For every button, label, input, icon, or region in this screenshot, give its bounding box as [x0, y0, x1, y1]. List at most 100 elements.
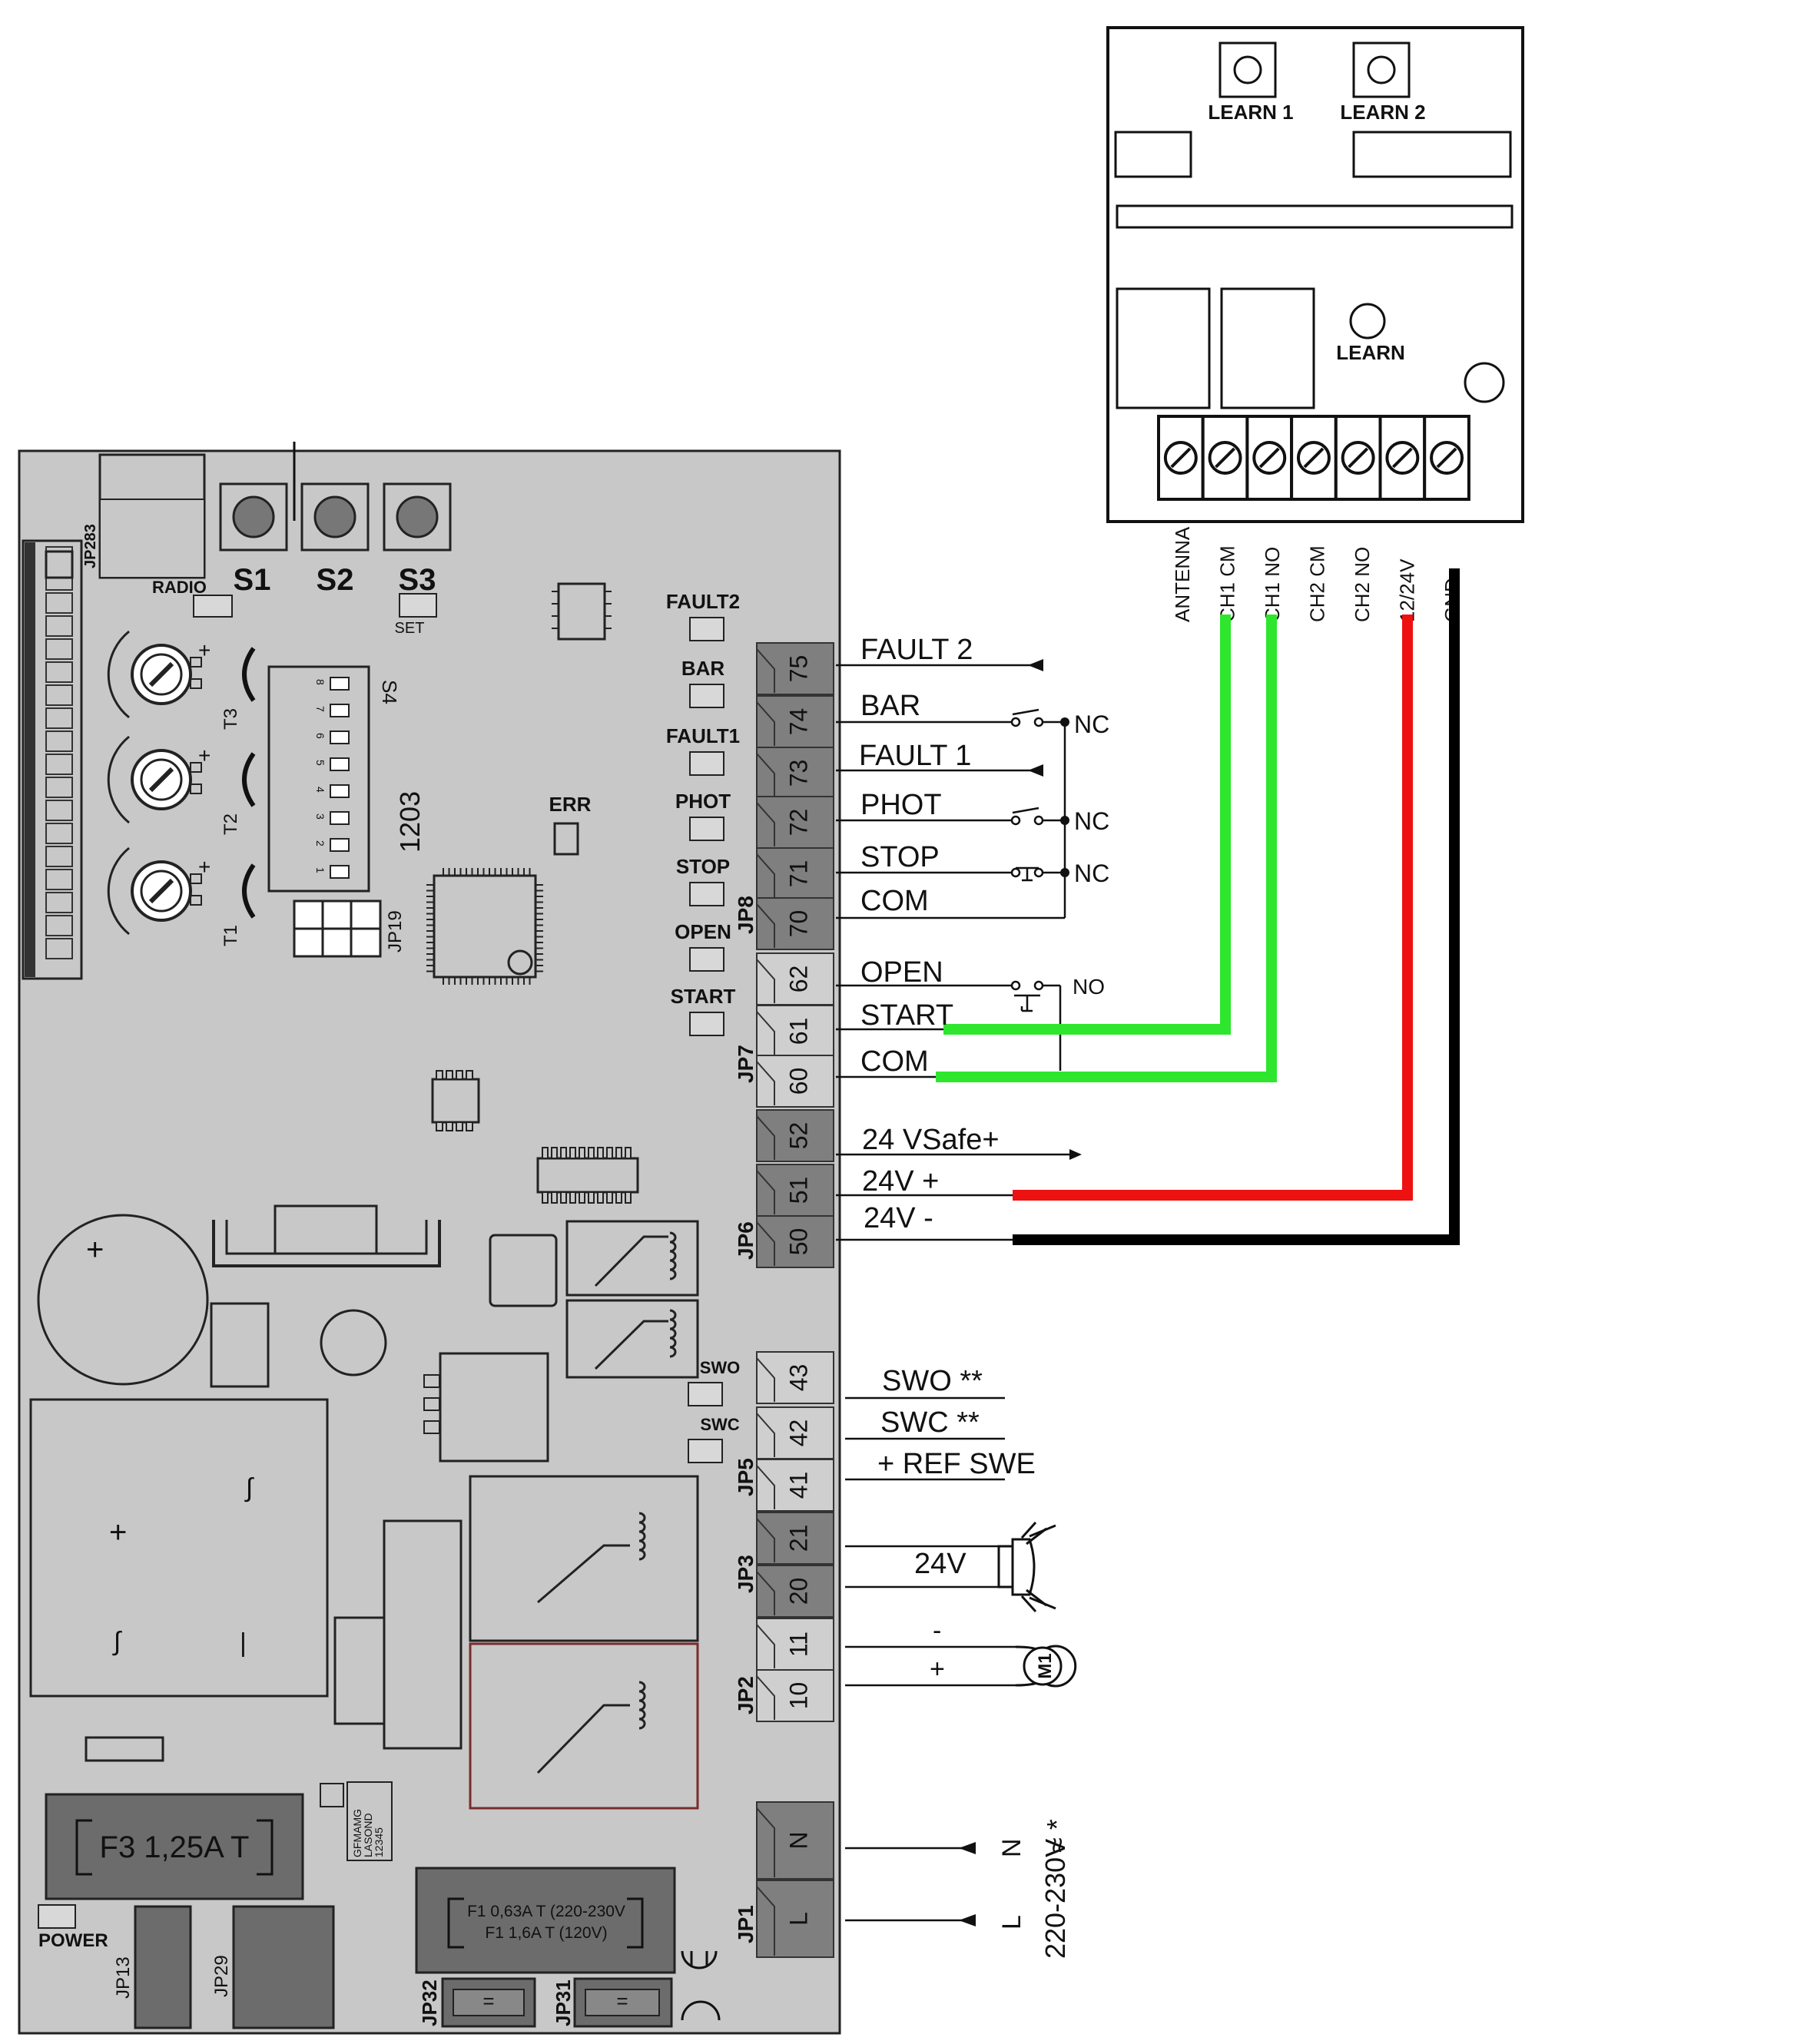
terminal-42[interactable]: 42	[756, 1406, 834, 1459]
jumper-legend: LASOND	[362, 1813, 374, 1857]
s3-label: S3	[399, 563, 436, 597]
flashing-lamp-icon	[997, 1521, 1056, 1613]
trimmer-label: T2	[220, 813, 241, 835]
fuse-f1-label-b: F1 1,6A T (120V)	[485, 1924, 607, 1942]
dip-toggle[interactable]	[330, 865, 350, 879]
trimmer-label: T3	[220, 708, 241, 730]
jumper-legend: GFMAMG	[351, 1809, 363, 1857]
terminal-52[interactable]: 52	[756, 1109, 834, 1162]
terminal-20[interactable]: 20	[756, 1565, 834, 1618]
trimmer-t3[interactable]: +T3	[107, 630, 256, 730]
fuse-f3	[45, 1793, 304, 1900]
wire-open: OPEN	[860, 956, 943, 989]
s1-button[interactable]	[219, 482, 288, 552]
receiver-pin-label: ANTENNA	[1171, 526, 1194, 622]
trimmer-t2[interactable]: +T2	[107, 735, 256, 835]
terminal-number: 73	[784, 760, 812, 787]
dip-toggle[interactable]	[330, 838, 350, 852]
supply-voltage: 220-230V	[1039, 1839, 1071, 1959]
motor-label: M1	[1035, 1653, 1056, 1678]
dip-toggle[interactable]	[330, 704, 350, 717]
jp3-label: JP3	[734, 1555, 758, 1593]
terminal-70[interactable]: 70	[756, 897, 834, 950]
receiver-pin-label: CH2 NO	[1351, 547, 1374, 622]
terminal-41[interactable]: 41	[756, 1459, 834, 1512]
svg-text:SWC: SWC	[700, 1415, 739, 1434]
jp8-label: JP8	[734, 896, 758, 934]
dip-number: 1	[314, 867, 327, 873]
no-label: NO	[1073, 975, 1105, 999]
terminal-11[interactable]: 11	[756, 1618, 834, 1671]
terminal-number: 74	[784, 708, 812, 736]
svg-text:BAR: BAR	[681, 657, 725, 680]
receiver-pin-label: 12/24V	[1396, 558, 1419, 622]
terminal-60[interactable]: 60	[756, 1055, 834, 1108]
terminal-number: 52	[784, 1122, 812, 1150]
jp13-label: JP13	[113, 1956, 134, 1999]
dip-toggle[interactable]	[330, 784, 350, 798]
radio-label: RADIO	[152, 578, 207, 597]
wire-stop: STOP	[860, 841, 940, 873]
terminal-n[interactable]: N	[756, 1801, 834, 1880]
err-label: ERR	[549, 793, 592, 816]
terminal-73[interactable]: 73	[756, 747, 834, 800]
set-label: SET	[395, 620, 425, 637]
terminal-75[interactable]: 75	[756, 642, 834, 695]
terminal-61[interactable]: 61	[756, 1005, 834, 1058]
terminal-number: 10	[784, 1682, 812, 1710]
dip-switch-s4[interactable]	[267, 665, 370, 893]
s3-button[interactable]	[383, 482, 452, 552]
s2-button[interactable]	[300, 482, 370, 552]
wire-com-1: COM	[860, 885, 929, 917]
terminal-74[interactable]: 74	[756, 695, 834, 748]
dip-toggle[interactable]	[330, 811, 350, 825]
jp283-label: JP283	[82, 524, 99, 568]
dip-toggle[interactable]	[330, 757, 350, 771]
dip-number: 8	[314, 679, 327, 685]
terminal-21[interactable]: 21	[756, 1512, 834, 1565]
svg-text:=: =	[616, 1989, 628, 2013]
jp5-label: JP5	[734, 1458, 758, 1496]
learn-button[interactable]	[1349, 303, 1386, 340]
ch1-cm-wire	[943, 615, 1231, 1035]
terminal-71[interactable]: 71	[756, 847, 834, 900]
dip-toggle[interactable]	[330, 677, 350, 691]
terminal-51[interactable]: 51	[756, 1164, 834, 1217]
jp32-label: JP32	[418, 1979, 441, 2026]
terminal-number: 20	[784, 1578, 812, 1605]
jp31-label: JP31	[552, 1979, 575, 2026]
led-stop: STOP	[676, 855, 730, 906]
svg-text:+: +	[198, 855, 211, 879]
power-positive-wire	[1013, 615, 1413, 1201]
jp19-label: JP19	[385, 910, 406, 952]
terminal-50[interactable]: 50	[756, 1215, 834, 1268]
terminal-number: 11	[784, 1632, 812, 1657]
terminal-number: 50	[784, 1228, 812, 1256]
terminal-62[interactable]: 62	[756, 952, 834, 1005]
svg-text:|: |	[240, 1628, 247, 1658]
svg-text:START: START	[671, 985, 736, 1008]
terminal-l[interactable]: L	[756, 1880, 834, 1958]
terminal-10[interactable]: 10	[756, 1669, 834, 1722]
terminal-number: 75	[784, 655, 812, 683]
dip-toggle[interactable]	[330, 730, 350, 744]
receiver-terminal-block	[1157, 415, 1470, 501]
learn1-label: LEARN 1	[1208, 101, 1293, 124]
led-phot: PHOT	[675, 790, 731, 841]
terminal-43[interactable]: 43	[756, 1351, 834, 1404]
svg-text:=: =	[482, 1989, 494, 2013]
jp2-label: JP2	[734, 1676, 758, 1714]
wire-com-2: COM	[860, 1045, 929, 1078]
terminal-72[interactable]: 72	[756, 796, 834, 849]
trimmer-t1[interactable]: +T1	[107, 846, 256, 946]
dip-number: 4	[314, 787, 327, 793]
wire-swo: SWO **	[882, 1365, 983, 1397]
motor-plus: +	[930, 1655, 945, 1684]
dip-number: 7	[314, 706, 327, 712]
wire-phot: PHOT	[860, 789, 942, 821]
s4-label: S4	[378, 680, 401, 704]
